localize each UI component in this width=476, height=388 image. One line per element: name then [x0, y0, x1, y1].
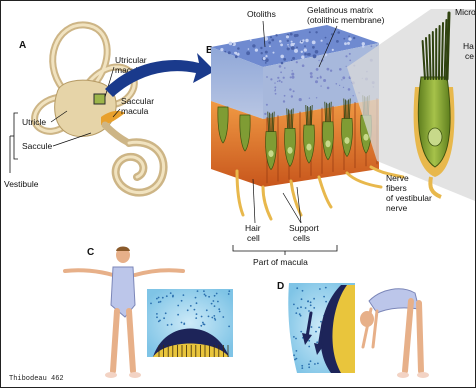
nerve-label-3: of vestibular	[386, 193, 432, 203]
hair-cell-label-2: cell	[247, 233, 260, 243]
utricular-macula-label-1: Utricular	[115, 55, 147, 65]
hair-cell-nucleus	[428, 128, 442, 146]
panel-c-letter: C	[87, 247, 94, 258]
gelatinous-matrix-label: Gelatinous matrix	[307, 5, 374, 15]
support-cells-label-1: Support	[289, 223, 319, 233]
panel-c: C Thibodeau 462	[9, 247, 236, 384]
legs-bent	[405, 301, 421, 371]
zoom-cone	[347, 9, 475, 201]
panel-d-letter: D	[277, 281, 284, 292]
saccular-macula-label-1: Saccular	[121, 96, 154, 106]
panel-b: B Otoliths Gelatinous matrix (otolithic …	[206, 5, 475, 267]
utricular-macula-patch	[94, 94, 105, 104]
saccule-label: Saccule	[22, 141, 53, 151]
panel-a: A Utricular macula Saccular macula	[4, 25, 164, 193]
panel-d: D	[277, 281, 429, 378]
hair-cell-cut-label-2: ce	[465, 51, 474, 61]
nerve-label-4: nerve	[386, 203, 408, 213]
otoliths-label: Otoliths	[247, 9, 276, 19]
otolithic-membrane-label: (otolithic membrane)	[307, 15, 385, 25]
hair-cell-label-1: Hair	[245, 223, 261, 233]
figure-credit: Thibodeau 462	[9, 375, 64, 383]
vestibule-label: Vestibule	[4, 179, 39, 189]
support-cells-label-2: cells	[293, 233, 310, 243]
panel-a-letter: A	[19, 40, 26, 51]
hair-cell-cut-label-1: Ha	[463, 41, 474, 51]
macula-inset-upright	[144, 287, 236, 359]
nerve-label-1: Nerve	[386, 173, 409, 183]
nerve-label-2: fibers	[386, 183, 407, 193]
utricle-label: Utricle	[22, 117, 46, 127]
macula-inset-tilted	[288, 283, 355, 373]
part-of-macula-label: Part of macula	[253, 257, 308, 267]
microvilli-label: Microvilli	[455, 7, 475, 17]
cochlea	[105, 125, 164, 193]
legs-upright	[113, 311, 133, 371]
figure-bent-over	[360, 289, 429, 378]
saccular-macula-label-2: macula	[121, 106, 149, 116]
